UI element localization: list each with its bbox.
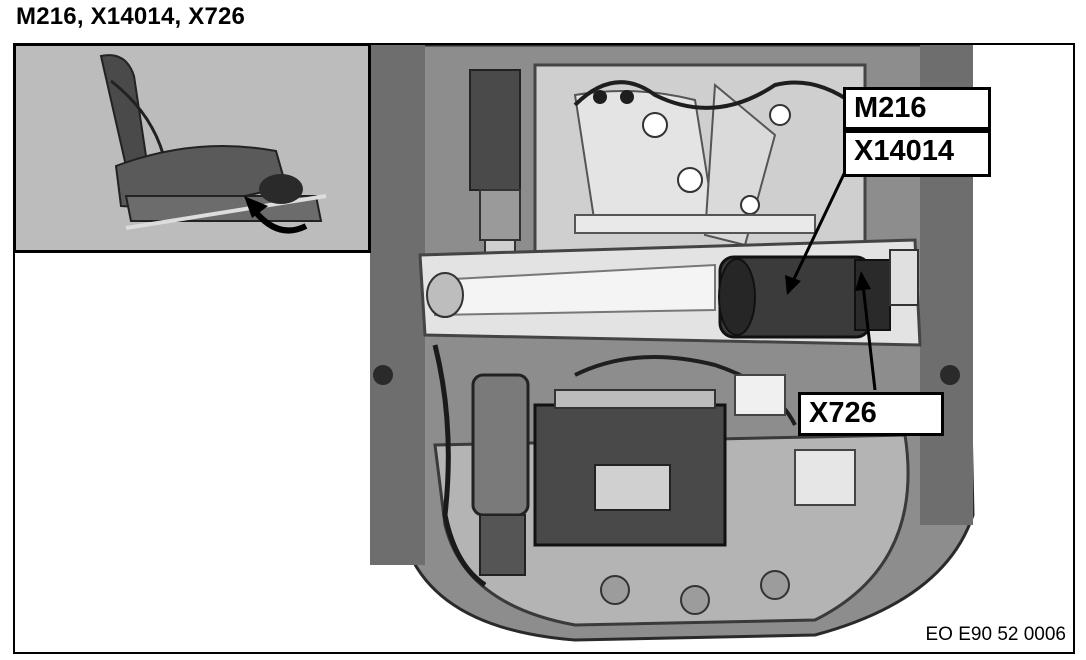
callout-x726: X726 [798, 392, 944, 436]
seat-location-inset [13, 43, 371, 253]
diagram-title: M216, X14014, X726 [16, 3, 246, 30]
callout-m216: M216 [843, 87, 991, 130]
reference-code: EO E90 52 0006 [925, 624, 1067, 645]
seat-thumbnail [16, 46, 368, 250]
callout-x14014: X14014 [843, 130, 991, 177]
